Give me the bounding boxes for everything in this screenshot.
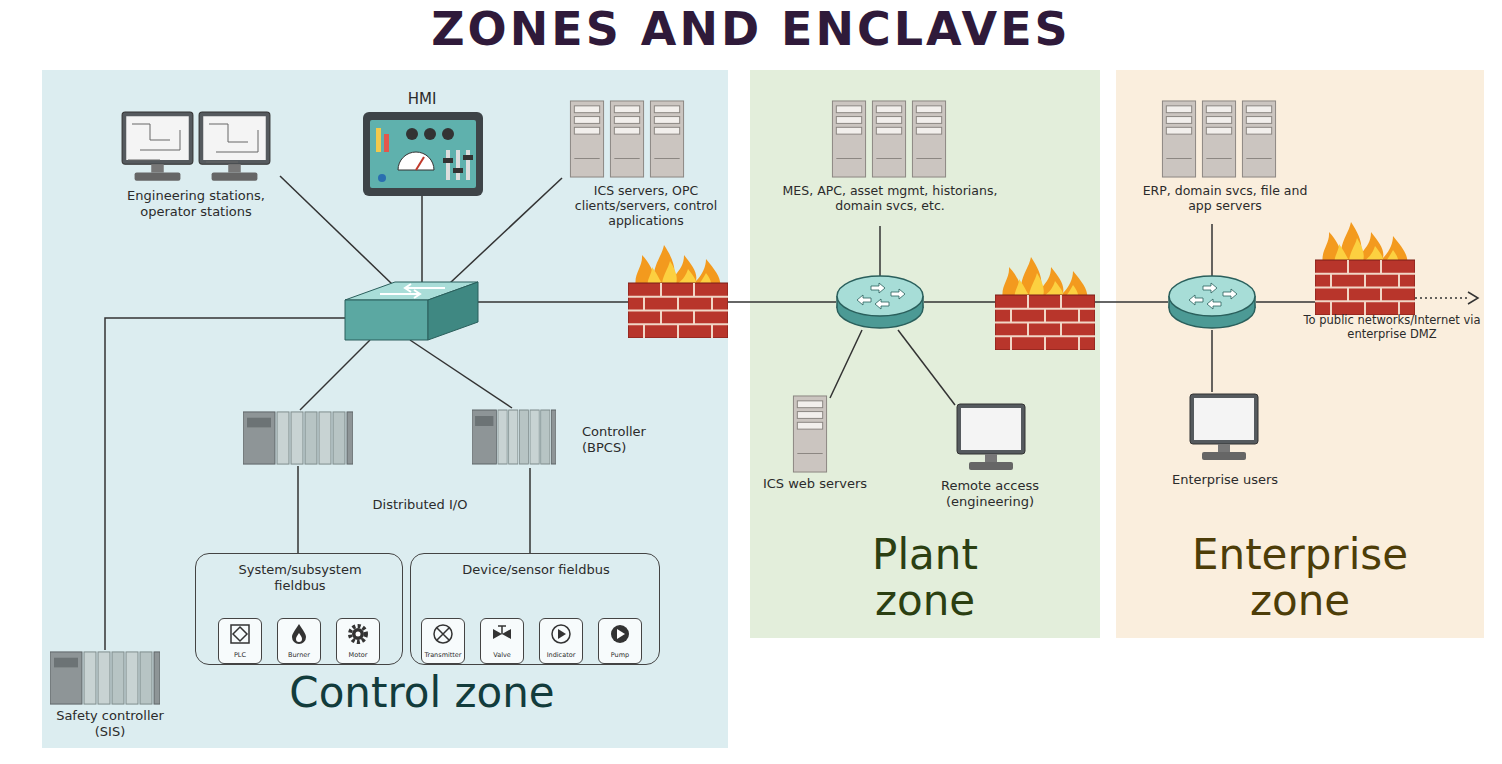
device-box: Burner bbox=[277, 618, 321, 664]
plant-zone-ground bbox=[750, 70, 1100, 638]
zone-title: Plant zone bbox=[825, 532, 1025, 624]
device-box: Motor bbox=[336, 618, 380, 664]
routers bbox=[837, 276, 1255, 328]
device-label: Transmitter bbox=[422, 652, 464, 660]
controllers bbox=[50, 410, 556, 704]
control-zone-ground bbox=[42, 70, 728, 748]
network-switch bbox=[345, 282, 478, 340]
device-icon bbox=[228, 622, 252, 646]
caption: HMI bbox=[392, 90, 452, 110]
note-label: To public networks/Internet via enterpri… bbox=[1287, 314, 1497, 342]
firewalls bbox=[628, 222, 1415, 350]
caption: ICS web servers bbox=[750, 476, 880, 494]
device-label: Indicator bbox=[540, 652, 582, 660]
device-icon bbox=[549, 622, 573, 646]
caption: ICS servers, OPC clients/servers, contro… bbox=[570, 183, 722, 230]
node-label: System/subsystem fieldbus bbox=[220, 562, 380, 593]
device-label: Valve bbox=[481, 652, 523, 660]
node-label: Controller (BPCS) bbox=[582, 424, 664, 455]
device-box: Transmitter bbox=[421, 618, 465, 664]
caption: ERP, domain svcs, file and app servers bbox=[1130, 183, 1320, 215]
hmi-panel bbox=[363, 112, 483, 196]
workstations bbox=[122, 112, 270, 181]
zone-band: Control zone Engineering stations, operat… bbox=[42, 70, 728, 748]
node-label: Engineering stations, operator stations bbox=[108, 188, 284, 219]
zone-title: Control zone bbox=[242, 670, 602, 716]
device-label: Pump bbox=[599, 652, 641, 660]
wires bbox=[105, 176, 1315, 650]
zone-band: Plant zone MES, APC, asset mgmt, historia… bbox=[750, 70, 1100, 638]
monitors bbox=[957, 394, 1258, 470]
device-label: PLC bbox=[219, 652, 261, 660]
device-icon bbox=[490, 622, 514, 646]
device-box: Pump bbox=[598, 618, 642, 664]
zone-band: Enterprise zone ERP, domain svcs, file an… bbox=[1116, 70, 1484, 638]
caption: Enterprise users bbox=[1150, 472, 1300, 490]
device-icon bbox=[346, 622, 370, 646]
fieldbus-box: System/subsystem fieldbusPLC Burner Motor bbox=[195, 553, 403, 665]
servers bbox=[570, 101, 1275, 472]
node-label: ICS web servers bbox=[750, 476, 880, 492]
node-label: Remote access (engineering) bbox=[925, 478, 1055, 509]
internet-arrow bbox=[1415, 292, 1478, 304]
device-box: PLC bbox=[218, 618, 262, 664]
device-icon bbox=[287, 622, 311, 646]
device-label: Burner bbox=[278, 652, 320, 660]
node-label: Device/sensor fieldbus bbox=[461, 562, 611, 578]
caption: Engineering stations, operator stations bbox=[108, 188, 284, 222]
fieldbus-box: Device/sensor fieldbusTransmitter Valve In… bbox=[410, 553, 660, 665]
node-label: Safety controller (SIS) bbox=[40, 708, 180, 739]
node-label: Enterprise users bbox=[1150, 472, 1300, 488]
diagram-title: ZONES AND ENCLAVES bbox=[0, 4, 1502, 55]
device-icon bbox=[608, 622, 632, 646]
device-label: Motor bbox=[337, 652, 379, 660]
device-box: Valve bbox=[480, 618, 524, 664]
bus-label: Distributed I/O bbox=[360, 497, 480, 513]
caption: Remote access (engineering) bbox=[925, 478, 1055, 512]
node-label: ERP, domain svcs, file and app servers bbox=[1130, 183, 1320, 213]
node-label: ICS servers, OPC clients/servers, contro… bbox=[570, 183, 722, 228]
node-label: MES, APC, asset mgmt, historians, domain… bbox=[775, 183, 1005, 213]
controller-node: Controller (BPCS) bbox=[470, 406, 665, 468]
enterprise-zone-ground bbox=[1116, 70, 1484, 638]
device-box: Indicator bbox=[539, 618, 583, 664]
node-label: HMI bbox=[392, 90, 452, 108]
connector bbox=[529, 468, 531, 553]
device-icon bbox=[431, 622, 455, 646]
zone-title: Enterprise zone bbox=[1160, 532, 1440, 624]
caption: Safety controller (SIS) bbox=[40, 708, 180, 742]
caption: MES, APC, asset mgmt, historians, domain… bbox=[775, 183, 1005, 215]
